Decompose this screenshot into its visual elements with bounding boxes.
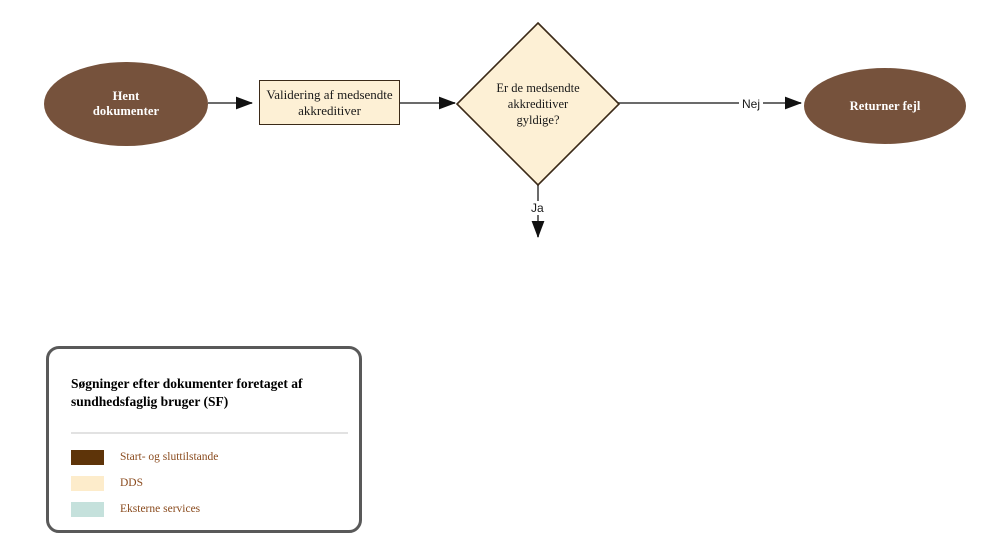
- node-hent-dokumenter[interactable]: Hent dokumenter: [44, 62, 208, 146]
- diamond-shape: [455, 21, 621, 187]
- legend-swatch-dds: [71, 475, 104, 491]
- node-returner-fejl-label: Returner fejl: [849, 98, 921, 113]
- legend-item: Eksterne services: [71, 496, 337, 522]
- node-label-line1: Validering af medsendte: [266, 86, 393, 102]
- node-label-line1: Er de medsendte: [496, 81, 580, 95]
- edge-label-ja: Ja: [528, 201, 547, 215]
- legend-item: DDS: [71, 470, 337, 496]
- legend-divider: [71, 432, 348, 434]
- node-hent-dokumenter-label: Hent dokumenter: [93, 89, 159, 119]
- edge-label-nej: Nej: [739, 97, 764, 111]
- node-label-line3: gyldige?: [516, 113, 560, 127]
- node-validering-af-medsendte-akkreditiver[interactable]: Validering af medsendte akkreditiver: [259, 80, 400, 125]
- node-decision-label: Er de medsendte akkreditiver gyldige?: [455, 21, 621, 187]
- legend-item-label: Start- og sluttilstande: [120, 451, 219, 463]
- node-label-line2: dokumenter: [92, 104, 160, 118]
- legend-title: Søgninger efter dokumenter foretaget af …: [71, 375, 341, 410]
- node-label-line2: akkreditiver: [507, 97, 569, 111]
- node-label-line1: Hent: [112, 89, 140, 103]
- legend-item-label: Eksterne services: [120, 503, 201, 515]
- legend-swatch-eksterne-services: [71, 501, 104, 517]
- legend-item: Start- og sluttilstande: [71, 444, 337, 470]
- node-label-line2: akkreditiver: [298, 102, 361, 118]
- legend-panel: Søgninger efter dokumenter foretaget af …: [46, 346, 362, 533]
- node-returner-fejl[interactable]: Returner fejl: [804, 68, 966, 144]
- node-decision-akkreditiver-gyldige[interactable]: Er de medsendte akkreditiver gyldige?: [455, 21, 621, 187]
- legend-swatch-start-og-sluttilstande: [71, 449, 104, 465]
- legend-title-line2: sundhedsfaglig bruger (SF): [71, 393, 229, 409]
- legend-item-label: DDS: [120, 477, 144, 489]
- legend-items: Start- og sluttilstande DDS Eksterne ser…: [71, 444, 337, 522]
- node-validering-label: Validering af medsendte akkreditiver: [266, 87, 392, 119]
- legend-title-line1: Søgninger efter dokumenter foretaget af: [71, 376, 303, 391]
